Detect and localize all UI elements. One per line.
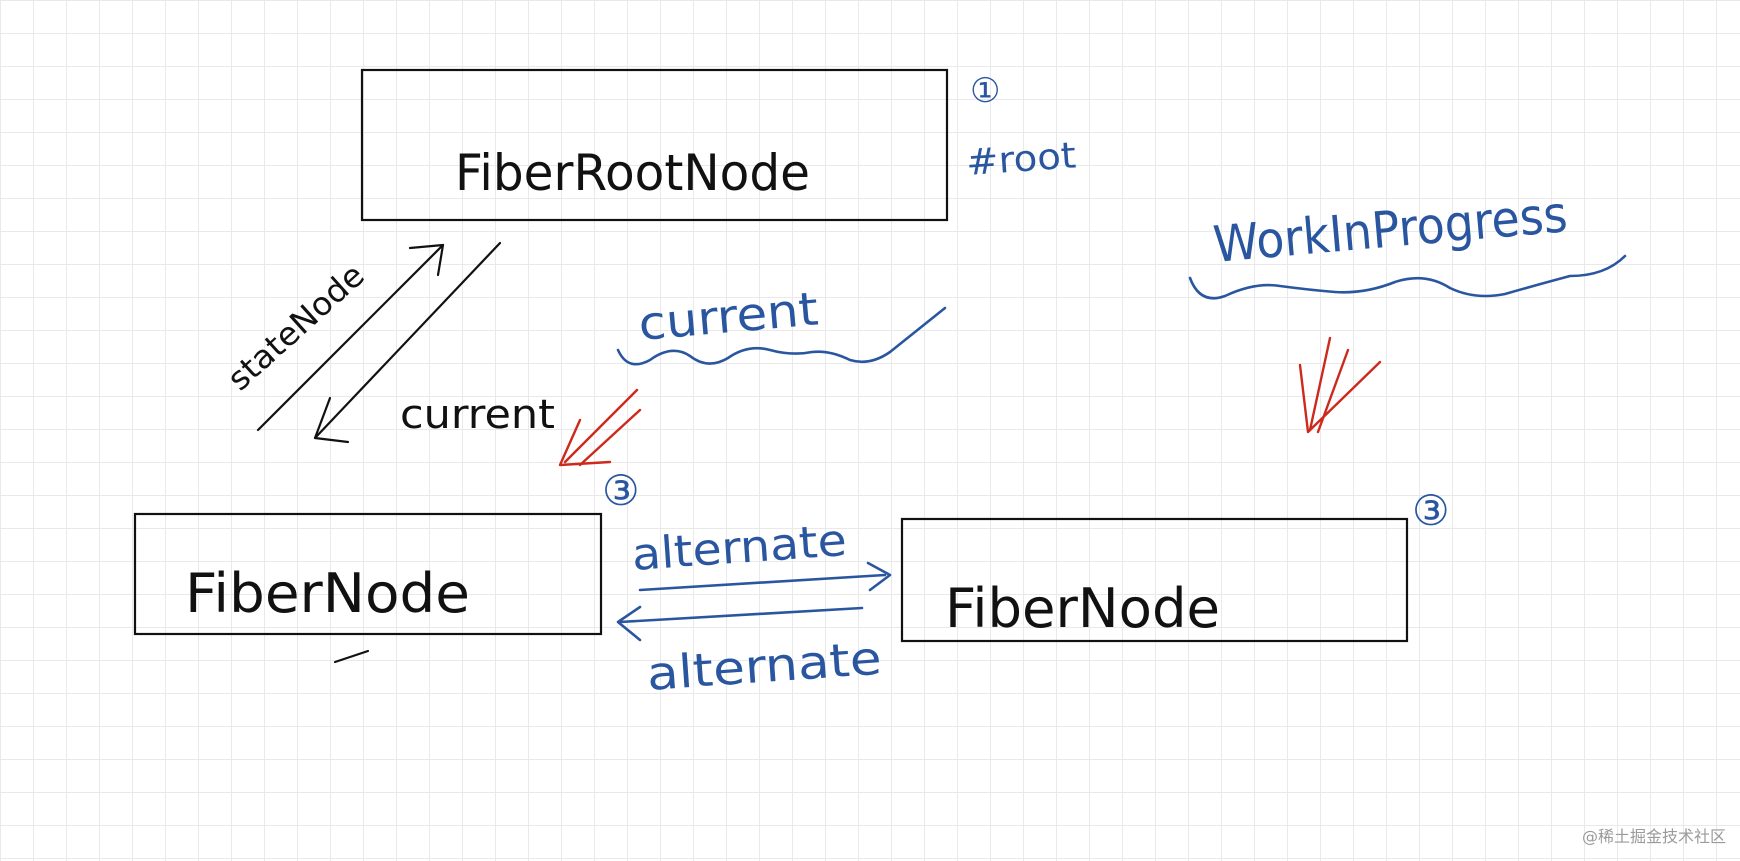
red-arrowhead-1: [558, 418, 612, 467]
watermark: @稀土掘金技术社区: [1581, 827, 1726, 846]
fiber-node-work-in-progress-number-marker: ③: [1412, 486, 1450, 535]
fiber-node-work-in-progress: FiberNode ③: [900, 486, 1450, 643]
state-node-arrowhead: [408, 243, 445, 277]
fiber-root-node: FiberRootNode: [360, 68, 949, 222]
red-arrow-line-1: [563, 388, 639, 464]
red-arrow-line-2: [578, 408, 642, 467]
red-arrow-current: [558, 388, 642, 467]
work-in-progress-annotation: WorkInProgress: [1188, 185, 1627, 300]
fiber-node-current: FiberNode ③: [133, 466, 640, 664]
fiber-node-work-in-progress-box: [900, 517, 1409, 643]
fiber-node-work-in-progress-label: FiberNode: [945, 577, 1220, 640]
root-number-marker: ①: [970, 71, 1000, 111]
current-edge-black: current: [313, 241, 555, 444]
red-arrow-wip-line-1: [1308, 336, 1332, 432]
alternate-arrow-left-head: [616, 605, 642, 642]
work-in-progress-label: WorkInProgress: [1211, 185, 1570, 274]
alternate-label-bottom: alternate: [645, 631, 883, 701]
alternate-arrow-right-head: [866, 561, 892, 592]
current-arrow-line: [313, 241, 502, 440]
fiber-node-current-number-marker: ③: [602, 466, 640, 515]
red-arrow-wip-line-2: [1316, 348, 1350, 434]
fiber-node-current-box: [133, 512, 603, 636]
alternate-arrow-right-line: [638, 573, 887, 592]
fiber-root-node-box: [360, 68, 949, 222]
alternate-label-top: alternate: [630, 515, 848, 581]
current-label-black: current: [400, 392, 555, 438]
alternate-arrow-left-line: [618, 606, 864, 624]
red-arrow-work-in-progress: [1298, 336, 1382, 434]
current-wavy-underline: [616, 306, 947, 366]
alternate-edges: alternate alternate: [616, 515, 892, 701]
state-node-label: stateNode: [220, 256, 372, 398]
current-annotation-blue: current: [616, 281, 947, 366]
fiber-root-node-label: FiberRootNode: [455, 144, 810, 202]
fiber-node-current-underline-mark: [333, 649, 370, 664]
fiber-node-current-label: FiberNode: [185, 562, 470, 625]
work-in-progress-wavy-underline: [1188, 254, 1627, 300]
red-arrowhead-wip: [1298, 360, 1382, 434]
state-node-arrow-line: [256, 243, 445, 432]
current-label-blue: current: [636, 281, 820, 350]
current-arrowhead: [313, 396, 350, 444]
root-label: #root: [965, 135, 1078, 184]
